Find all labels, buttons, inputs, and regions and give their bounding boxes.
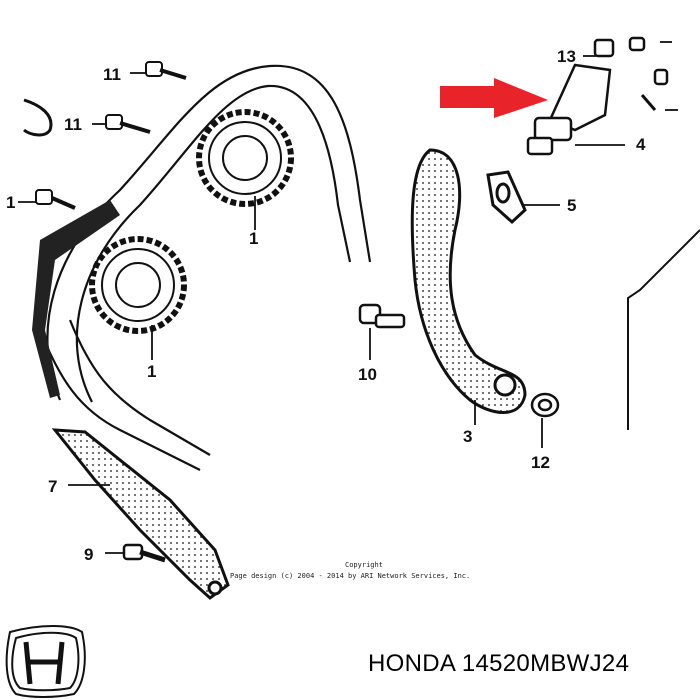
bolt-left xyxy=(35,189,76,210)
bolt-9 xyxy=(122,543,166,563)
honda-logo xyxy=(5,625,86,698)
lower-cam-sprocket xyxy=(89,236,187,334)
callout-1-upper-sprocket: 1 xyxy=(249,229,258,248)
callout-1-left: 1 xyxy=(6,193,15,212)
callout-11-lower: 11 xyxy=(64,115,82,134)
leader-lines xyxy=(18,41,678,554)
copyright-line-1: Copyright xyxy=(345,561,383,569)
callout-9: 9 xyxy=(84,545,93,564)
upper-cam-sprocket xyxy=(196,109,294,207)
engine-case-edge xyxy=(627,229,700,430)
bolt-11-upper xyxy=(145,61,187,80)
chain-links xyxy=(32,200,120,398)
tensioner-arm xyxy=(410,148,527,414)
partial-part-top-left xyxy=(23,98,53,137)
part-number: 14520MBWJ24 xyxy=(461,650,630,677)
copyright-line-2: Page design (c) 2004 - 2014 by ARI Netwo… xyxy=(230,572,470,580)
callout-7: 7 xyxy=(48,477,57,496)
callout-13: 13 xyxy=(557,47,576,66)
gasket-5 xyxy=(486,170,527,225)
callout-4: 4 xyxy=(636,135,646,154)
callout-11-upper: 11 xyxy=(103,65,121,84)
washer-12 xyxy=(530,392,560,418)
callout-10: 10 xyxy=(358,365,377,384)
timing-chain xyxy=(38,64,372,471)
part-caption: HONDA 14520MBWJ24 xyxy=(368,650,629,678)
callout-12: 12 xyxy=(531,453,550,472)
brand-name: HONDA xyxy=(368,650,455,677)
pivot-bolt-10 xyxy=(358,303,406,329)
callout-1-lower-sprocket: 1 xyxy=(147,362,156,381)
tensioner-lifter-4 xyxy=(526,36,669,156)
highlight-arrow xyxy=(440,78,548,118)
bolt-11-lower xyxy=(105,114,151,134)
chain-guide-7 xyxy=(51,428,230,600)
callout-5: 5 xyxy=(567,196,576,215)
callout-3: 3 xyxy=(463,427,472,446)
